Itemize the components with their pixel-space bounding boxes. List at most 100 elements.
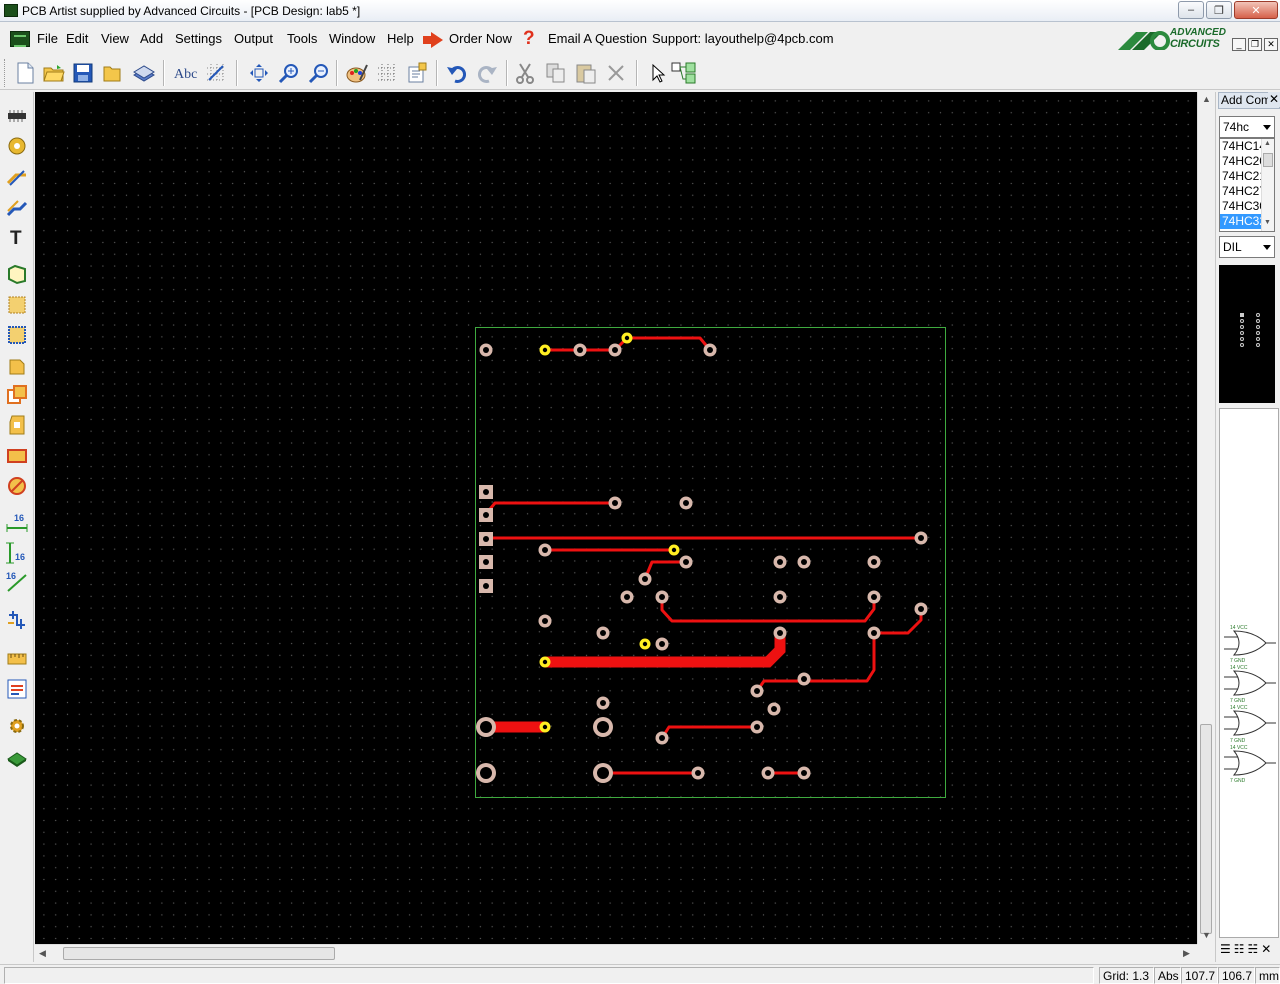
thick-track[interactable] [545,633,786,668]
board-3d-icon[interactable] [5,744,29,768]
dimension-16-icon[interactable]: 16 [5,512,29,536]
gear-icon[interactable] [5,714,29,738]
pcb-canvas[interactable] [35,92,1197,944]
redo-icon[interactable] [474,60,500,86]
list-item[interactable]: 74HC20 [1222,154,1261,168]
board-outline-icon[interactable] [5,262,29,286]
folder-icon[interactable] [99,60,125,86]
track[interactable] [660,595,876,623]
track[interactable] [755,631,876,693]
track[interactable] [872,607,923,635]
minimize-icon[interactable]: – [1178,1,1204,19]
chevron-down-icon[interactable] [1263,245,1271,250]
template-icon[interactable] [5,383,29,407]
zoom-out-icon[interactable] [306,60,332,86]
undo-icon[interactable] [444,60,470,86]
angled-dimension-16-icon[interactable]: 16 [5,570,29,594]
menu-add[interactable]: Add [140,31,164,46]
list-item[interactable]: 74HC14 [1222,139,1261,153]
menu-window[interactable]: Window [329,31,376,46]
route-icon[interactable] [5,194,29,218]
scroll-down-icon[interactable]: ▼ [1264,219,1271,226]
colors-icon[interactable] [344,60,370,86]
part-list-scrollbar[interactable]: ▲ ▼ [1261,139,1274,231]
panel-close-icon[interactable]: ✕ [1261,942,1272,956]
menu-view[interactable]: View [101,31,129,46]
track[interactable] [643,560,688,581]
email-question-link[interactable]: Email A Question [548,31,647,46]
menu-edit[interactable]: Edit [66,31,89,46]
close-icon[interactable]: ✕ [1234,1,1278,19]
doc-minimize-icon[interactable]: _ [1232,38,1246,51]
track[interactable] [578,336,712,352]
text-icon[interactable]: T [5,225,29,249]
new-file-icon[interactable] [12,60,38,86]
list-item[interactable]: 74HC30 [1222,199,1261,213]
snap-grid-icon[interactable] [203,60,229,86]
board-outline[interactable] [475,327,946,798]
pad-icon[interactable] [5,134,29,158]
net-icon[interactable] [671,60,697,86]
menu-help[interactable]: Help [387,31,414,46]
list-item[interactable]: 74HC21 [1222,169,1261,183]
delete-icon[interactable] [603,60,629,86]
no-entry-icon[interactable] [5,474,29,498]
keepout-icon[interactable] [5,444,29,468]
panel-close-icon[interactable]: ✕ [1268,92,1280,107]
part-list-thumb[interactable] [1263,153,1273,167]
copy-icon[interactable] [543,60,569,86]
support-email-link[interactable]: Support: layouthelp@4pcb.com [652,31,834,46]
zoom-fit-icon[interactable] [246,60,272,86]
library-icon[interactable] [131,60,157,86]
horizontal-scroll-thumb[interactable] [63,947,335,960]
zoom-in-icon[interactable] [276,60,302,86]
paste-icon[interactable] [573,60,599,86]
scroll-up-icon[interactable]: ▲ [1202,94,1211,104]
menu-file[interactable]: File [37,31,58,46]
pcb-layout[interactable] [35,92,1197,944]
doc-close-icon[interactable]: ✕ [1264,38,1278,51]
copper-pour-icon[interactable] [5,353,29,377]
track-icon[interactable] [5,164,29,188]
auto-route-icon[interactable] [5,608,29,632]
doc-restore-icon[interactable]: ❐ [1248,38,1262,51]
select-pointer-icon[interactable] [643,60,669,86]
maximize-icon[interactable]: ❐ [1206,1,1232,19]
menu-output[interactable]: Output [234,31,274,46]
toolbar-grip[interactable] [4,59,7,87]
component-icon[interactable] [5,104,29,128]
shape-icon[interactable] [5,293,29,317]
pcb-app-icon[interactable] [10,31,30,47]
package-combo[interactable]: DIL [1219,236,1275,258]
pad-group[interactable] [476,332,928,784]
scroll-left-icon[interactable]: ◀ [39,948,46,958]
track-group[interactable] [484,336,923,775]
area-icon[interactable] [5,323,29,347]
ruler-icon[interactable] [5,647,29,671]
track[interactable] [484,501,617,516]
vertical-dimension-16-icon[interactable]: 16 [5,541,29,565]
component-tab-icon[interactable]: ☷ [1233,942,1245,956]
spell-check-icon[interactable]: Abc [173,60,199,86]
properties-icon[interactable] [404,60,430,86]
part-search-combo[interactable]: 74hc [1219,116,1275,138]
grid-icon[interactable] [374,60,400,86]
list-item-selected[interactable]: 74HC32 [1220,214,1261,229]
order-now-link[interactable]: Order Now [449,31,512,46]
vertical-scroll-thumb[interactable] [1200,724,1212,934]
save-icon[interactable] [70,60,96,86]
horizontal-scrollbar[interactable]: ◀ ▶ [35,944,1197,962]
open-folder-icon[interactable] [41,60,67,86]
menu-settings[interactable]: Settings [175,31,222,46]
drc-icon[interactable] [5,677,29,701]
chevron-down-icon[interactable] [1263,125,1271,130]
menu-tools[interactable]: Tools [287,31,318,46]
pcb-tab-icon[interactable]: ☵ [1247,942,1259,956]
track[interactable] [660,725,759,740]
scroll-down-icon[interactable]: ▼ [1202,930,1211,940]
schematic-tab-icon[interactable]: ☰ [1220,942,1231,956]
scroll-up-icon[interactable]: ▲ [1264,140,1271,147]
scroll-right-icon[interactable]: ▶ [1183,948,1190,958]
